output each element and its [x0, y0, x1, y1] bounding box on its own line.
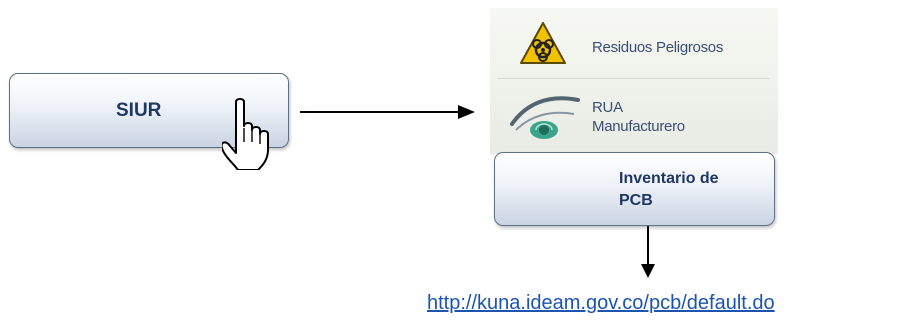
hand-pointer-icon: [222, 98, 269, 170]
siur-label: SIUR: [116, 100, 162, 121]
biohazard-warning-icon: [520, 22, 566, 64]
siur-menu-panel: Residuos Peligrosos RUA Manufacturero: [490, 8, 778, 154]
arrow-down: [641, 226, 655, 278]
inventario-pcb-label: Inventario de PCB: [619, 170, 719, 209]
pcb-url-link[interactable]: http://kuna.ideam.gov.co/pcb/default.do: [427, 292, 775, 314]
inventario-pcb-box[interactable]: Inventario de PCB: [494, 152, 775, 226]
arrow-right: [300, 105, 475, 119]
menu-item-residuos-peligrosos[interactable]: Residuos Peligrosos: [490, 8, 778, 76]
menu-item-label: RUA Manufacturero: [592, 99, 685, 135]
menu-separator: [498, 78, 770, 79]
menu-item-rua-manufacturero[interactable]: RUA Manufacturero: [490, 82, 778, 150]
eye-swirl-icon: [510, 96, 580, 139]
menu-item-label: Residuos Peligrosos: [592, 39, 724, 56]
